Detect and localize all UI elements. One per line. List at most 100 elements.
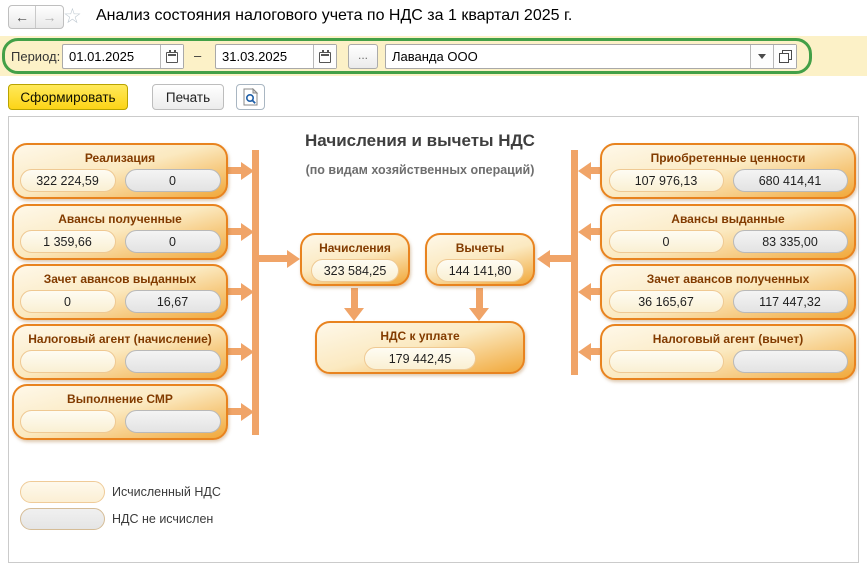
legend-not-computed-label: НДС не исчислен xyxy=(112,512,214,526)
flow-arrow-head xyxy=(287,250,300,268)
flow-box-offset-advances-issued[interactable]: Зачет авансов выданных 0 16,67 xyxy=(12,264,228,320)
not-computed-value-pill[interactable]: 83 335,00 xyxy=(732,230,848,253)
calendar-icon xyxy=(166,50,178,63)
diagram-title: Начисления и вычеты НДС xyxy=(305,131,535,150)
not-computed-value-pill[interactable] xyxy=(124,350,221,373)
flow-arrow xyxy=(590,167,602,174)
period-settings-bar: Период: 01.01.2025 – 31.03.2025 ... Лава… xyxy=(0,36,867,76)
flow-arrow-head xyxy=(578,162,591,180)
flow-box-tax-agent-deduction[interactable]: Налоговый агент (вычет) xyxy=(600,324,856,380)
organization-value[interactable]: Лаванда ООО xyxy=(392,49,478,64)
open-in-window-icon xyxy=(778,50,792,63)
flow-box-title: Авансы выданные xyxy=(671,212,785,226)
date-to-value[interactable]: 31.03.2025 xyxy=(222,49,288,64)
flow-arrow xyxy=(259,255,288,262)
flow-arrow xyxy=(550,255,572,262)
flow-arrow-head xyxy=(469,308,489,321)
date-to-input[interactable]: 31.03.2025 xyxy=(215,44,337,69)
favorite-star-icon[interactable]: ☆ xyxy=(63,5,82,28)
computed-value-pill[interactable] xyxy=(19,350,116,373)
right-connector-line xyxy=(571,150,578,375)
flow-arrow xyxy=(226,167,244,174)
flow-box-accruals[interactable]: Начисления 323 584,25 xyxy=(300,233,410,286)
not-computed-value-pill[interactable] xyxy=(124,410,221,433)
chevron-down-icon xyxy=(758,54,766,59)
flow-box-vat-payable[interactable]: НДС к уплате 179 442,45 xyxy=(315,321,525,374)
computed-value-pill[interactable]: 144 141,80 xyxy=(436,259,524,282)
computed-value-pill[interactable] xyxy=(608,350,724,373)
date-from-value[interactable]: 01.01.2025 xyxy=(69,49,135,64)
flow-arrow xyxy=(226,348,244,355)
date-range-dash: – xyxy=(194,48,202,63)
date-from-calendar-button[interactable] xyxy=(160,45,183,68)
date-from-input[interactable]: 01.01.2025 xyxy=(62,44,184,69)
flow-box-offset-advances-received[interactable]: Зачет авансов полученных 36 165,67 117 44… xyxy=(600,264,856,320)
header-bar: ← → ☆ Анализ состояния налогового учета … xyxy=(0,0,867,34)
flow-arrow xyxy=(476,288,483,308)
flow-arrow-head xyxy=(241,403,254,421)
nav-forward-button[interactable]: → xyxy=(36,6,63,28)
flow-arrow xyxy=(590,228,602,235)
not-computed-value-pill[interactable]: 680 414,41 xyxy=(732,169,848,192)
diagram-subtitle: (по видам хозяйственных операций) xyxy=(305,163,535,177)
nav-button-group: ← → xyxy=(8,5,64,29)
flow-box-title: Зачет авансов выданных xyxy=(43,272,197,286)
organization-combobox[interactable]: Лаванда ООО xyxy=(385,44,797,69)
arrow-left-icon: ← xyxy=(15,9,29,25)
computed-value-pill[interactable]: 0 xyxy=(608,230,724,253)
left-connector-line xyxy=(252,150,259,435)
not-computed-value-pill[interactable] xyxy=(732,350,848,373)
flow-arrow xyxy=(226,228,244,235)
not-computed-value-pill[interactable]: 0 xyxy=(124,169,221,192)
flow-arrow xyxy=(590,288,602,295)
generate-button[interactable]: Сформировать xyxy=(8,84,128,110)
flow-box-construction-works[interactable]: Выполнение СМР xyxy=(12,384,228,440)
flow-arrow-head xyxy=(578,283,591,301)
nav-back-button[interactable]: ← xyxy=(9,6,36,28)
period-more-button[interactable]: ... xyxy=(348,44,378,69)
flow-box-advances-issued[interactable]: Авансы выданные 0 83 335,00 xyxy=(600,204,856,260)
computed-value-pill[interactable]: 0 xyxy=(19,290,116,313)
legend-not-computed-pill xyxy=(20,508,105,530)
flow-arrow-head xyxy=(241,223,254,241)
flow-box-title: Зачет авансов полученных xyxy=(646,272,810,286)
computed-value-pill[interactable]: 36 165,67 xyxy=(608,290,724,313)
flow-box-title: Авансы полученные xyxy=(58,212,182,226)
organization-open-button[interactable] xyxy=(773,45,796,68)
computed-value-pill[interactable] xyxy=(19,410,116,433)
not-computed-value-pill[interactable]: 117 447,32 xyxy=(732,290,848,313)
legend-computed-label: Исчисленный НДС xyxy=(112,485,221,499)
computed-value-pill[interactable]: 179 442,45 xyxy=(364,347,476,370)
arrow-right-icon: → xyxy=(42,9,57,25)
print-preview-button[interactable] xyxy=(236,84,265,110)
flow-arrow xyxy=(590,348,602,355)
flow-arrow-head xyxy=(241,343,254,361)
legend-computed-pill xyxy=(20,481,105,503)
flow-box-title: Налоговый агент (вычет) xyxy=(652,332,804,346)
print-button[interactable]: Печать xyxy=(152,84,224,110)
computed-value-pill[interactable]: 1 359,66 xyxy=(19,230,116,253)
flow-box-advances-received[interactable]: Авансы полученные 1 359,66 0 xyxy=(12,204,228,260)
flow-arrow-head xyxy=(344,308,364,321)
computed-value-pill[interactable]: 107 976,13 xyxy=(608,169,724,192)
not-computed-value-pill[interactable]: 0 xyxy=(124,230,221,253)
not-computed-value-pill[interactable]: 16,67 xyxy=(124,290,221,313)
flow-arrow-head xyxy=(241,283,254,301)
computed-value-pill[interactable]: 323 584,25 xyxy=(311,259,399,282)
flow-box-title: Налоговый агент (начисление) xyxy=(28,332,212,346)
flow-arrow-head xyxy=(578,223,591,241)
flow-box-title: Выполнение СМР xyxy=(67,392,173,406)
page-title: Анализ состояния налогового учета по НДС… xyxy=(96,7,573,24)
flow-box-deductions[interactable]: Вычеты 144 141,80 xyxy=(425,233,535,286)
flow-box-title: Вычеты xyxy=(455,241,505,255)
date-to-calendar-button[interactable] xyxy=(313,45,336,68)
flow-box-tax-agent-accrual[interactable]: Налоговый агент (начисление) xyxy=(12,324,228,380)
organization-dropdown-button[interactable] xyxy=(750,45,773,68)
computed-value-pill[interactable]: 322 224,59 xyxy=(19,169,116,192)
period-label: Период: xyxy=(11,49,61,64)
calendar-icon xyxy=(319,50,331,63)
document-magnifier-icon xyxy=(243,88,258,106)
